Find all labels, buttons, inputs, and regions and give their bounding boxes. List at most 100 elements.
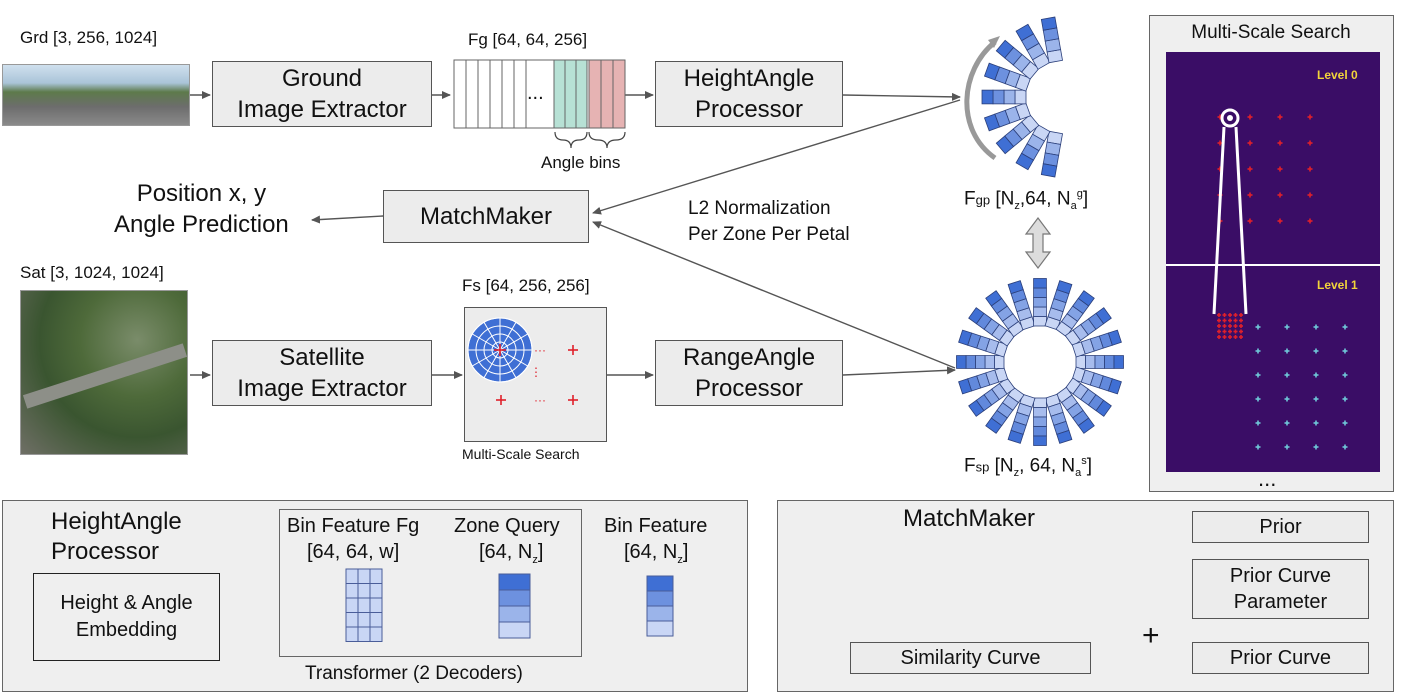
brace-teal xyxy=(554,131,588,149)
fg-teal-bin xyxy=(553,59,566,129)
fgp-zone xyxy=(1014,89,1027,105)
transformer-label: Transformer (2 Decoders) xyxy=(305,663,523,684)
fsp-zone xyxy=(1075,355,1086,369)
bin-feature-title: Bin Feature xyxy=(604,515,708,537)
fgp-petal xyxy=(1015,23,1051,70)
fsp-zone xyxy=(1113,355,1124,369)
fg-channel xyxy=(465,59,479,129)
fgp-petal-fan xyxy=(964,16,1063,178)
fgp-zone xyxy=(995,39,1015,59)
fg-channel xyxy=(501,59,515,129)
fsp-zone xyxy=(1095,399,1112,417)
bin-feature-fg-dims: [64, 64, w] xyxy=(307,541,400,563)
fsp-petal xyxy=(1055,386,1095,434)
fsp-zone xyxy=(1077,417,1095,434)
fsp-petal xyxy=(1044,280,1073,331)
fg-outline xyxy=(453,59,626,129)
fsp-zone xyxy=(1056,280,1073,295)
fg-pink-bin xyxy=(588,59,602,129)
fg-channel xyxy=(513,59,527,129)
fgp-zone xyxy=(1003,89,1016,105)
fg-channel xyxy=(489,59,503,129)
fsp-zone xyxy=(975,355,986,369)
fsp-zone xyxy=(1107,378,1122,395)
matchmaker-detail-panel: MatchMaker Prior Prior Curve Parameter P… xyxy=(777,500,1394,692)
fsp-zone xyxy=(1095,307,1112,325)
fsp-petal xyxy=(1064,377,1112,417)
fsp-zone xyxy=(1033,287,1047,298)
prior-curve-box[interactable]: Prior Curve xyxy=(1192,642,1369,674)
fsp-zone xyxy=(958,378,973,395)
fs-feature-label: Fs [64, 256, 256] xyxy=(462,276,590,295)
fsp-petal xyxy=(1064,307,1112,347)
fsp-petal xyxy=(1033,278,1047,327)
fs-multiscale-box xyxy=(464,307,607,442)
satellite-image-thumbnail xyxy=(20,290,188,455)
fgp-petal xyxy=(995,114,1040,155)
height-angle-embedding[interactable]: Height & Angle Embedding xyxy=(33,573,220,661)
fsp-zone xyxy=(1007,280,1024,295)
similarity-curve-box[interactable]: Similarity Curve xyxy=(850,642,1091,674)
level0-label: Level 0 xyxy=(1317,68,1358,82)
arrow-rap-to-fsp xyxy=(842,366,956,376)
fgp-petal xyxy=(1015,124,1051,171)
multi-scale-search-panel: Multi-Scale Search Level 0 Level 1 ... xyxy=(1149,15,1394,492)
fsp-zone xyxy=(1033,316,1047,327)
fgp-rotation-arc xyxy=(964,40,997,161)
fsp-zone xyxy=(1033,426,1047,437)
prior-box[interactable]: Prior xyxy=(1192,511,1369,543)
fgp-petal xyxy=(983,102,1032,132)
fsp-zone xyxy=(1033,297,1047,308)
arrow-fgp-to-matchmaker xyxy=(592,99,961,215)
fsp-zone xyxy=(958,329,973,346)
level1-label: Level 1 xyxy=(1317,278,1358,292)
fsp-zone xyxy=(1033,397,1047,408)
fg-pink-bin xyxy=(600,59,614,129)
arrow-hap-to-fgp xyxy=(842,92,961,101)
fsp-zone xyxy=(1104,355,1115,369)
ground-image-extractor[interactable]: Ground Image Extractor xyxy=(212,61,432,127)
fsp-zone xyxy=(1077,290,1095,307)
compare-double-arrow xyxy=(1024,217,1052,269)
fsp-zone xyxy=(1007,429,1024,444)
height-angle-processor[interactable]: HeightAngle Processor xyxy=(655,61,843,127)
l2-normalization-note: L2 Normalization Per Zone Per Petal xyxy=(688,198,850,245)
fgp-rotation-head xyxy=(988,36,1000,48)
fsp-petal-ring xyxy=(956,278,1124,446)
fsp-petal xyxy=(1075,355,1124,369)
more-levels-ellipsis: ... xyxy=(1258,466,1277,491)
fg-feature-stack xyxy=(453,59,626,149)
fsp-petal xyxy=(1033,397,1047,446)
fg-pink-bin xyxy=(612,59,626,129)
prior-curve-parameter-box[interactable]: Prior Curve Parameter xyxy=(1192,559,1369,619)
grd-input-label: Grd [3, 256, 1024] xyxy=(20,28,158,47)
search-points xyxy=(1212,108,1348,450)
fsp-zone xyxy=(985,417,1003,434)
sat-input-label: Sat [3, 1024, 1024] xyxy=(20,263,164,282)
fgp-zone xyxy=(1015,23,1035,42)
fgp-zone xyxy=(1040,163,1058,178)
angle-bins-label: Angle bins xyxy=(541,153,621,172)
fg-teal-bin xyxy=(564,59,577,129)
arrow-fsp-to-matchmaker xyxy=(592,221,956,369)
fgp-petal xyxy=(995,39,1040,80)
range-angle-processor[interactable]: RangeAngle Processor xyxy=(655,340,843,406)
fg-ellipsis: ... xyxy=(527,82,544,104)
prediction-output: Position x, y Angle Prediction xyxy=(114,180,289,238)
multi-scale-panel-title: Multi-Scale Search xyxy=(1191,22,1351,43)
zoom-center xyxy=(1227,115,1233,121)
zoom-lines xyxy=(1212,126,1248,315)
fsp-zone xyxy=(1107,329,1122,346)
fsp-label: Fsp [Nz, 64, Nas] xyxy=(964,455,1093,480)
fgp-zone xyxy=(981,89,994,105)
fsp-petal xyxy=(1044,393,1073,444)
fgp-zone xyxy=(983,62,1001,81)
plus-sign: + xyxy=(1142,619,1160,652)
bin-feature-fg-title: Bin Feature Fg xyxy=(287,515,420,537)
brace-pink xyxy=(588,131,626,149)
fg-feature-label: Fg [64, 64, 256] xyxy=(468,30,588,49)
satellite-image-extractor[interactable]: Satellite Image Extractor xyxy=(212,340,432,406)
matchmaker-block[interactable]: MatchMaker xyxy=(383,190,589,243)
height-angle-panel-title: HeightAngle Processor xyxy=(51,508,182,565)
fsp-zone xyxy=(994,355,1005,369)
